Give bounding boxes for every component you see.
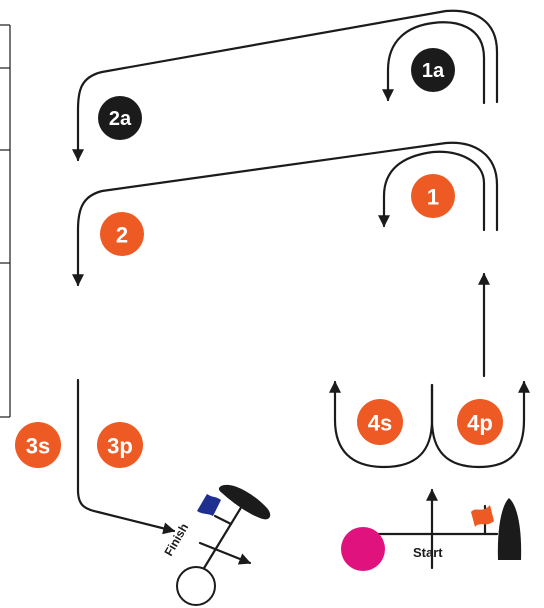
mark-2: 2 xyxy=(100,212,144,256)
rounding-1-inner xyxy=(378,150,486,232)
mark-2a: 2a xyxy=(98,96,142,140)
finish-label: Finish xyxy=(161,521,191,559)
mark-3p: 3p xyxy=(97,422,143,468)
committee-boat-icon xyxy=(497,498,522,560)
leg-3-to-finish xyxy=(76,378,176,535)
mark-4s: 4s xyxy=(357,399,403,445)
finish-line xyxy=(196,499,247,580)
leg-1a-to-2a-outer xyxy=(72,9,499,162)
start-label: Start xyxy=(413,545,443,560)
left-frame xyxy=(0,24,11,418)
committee-boat-icon xyxy=(218,484,271,520)
orange-flag-icon xyxy=(471,505,494,527)
mark-2-label: 2 xyxy=(116,223,128,248)
gate-4p-rounding xyxy=(430,380,530,469)
blue-flag-icon xyxy=(197,494,221,516)
mark-4p-label: 4p xyxy=(467,411,493,436)
finish-area: Finish xyxy=(161,484,271,606)
mark-4s-label: 4s xyxy=(368,411,392,436)
mark-1a-label: 1a xyxy=(422,60,445,82)
rounding-1a-inner xyxy=(382,21,486,105)
white-buoy-icon xyxy=(176,566,216,606)
start-area: Start xyxy=(341,488,522,571)
mark-1a: 1a xyxy=(411,48,455,92)
gate-4s-rounding xyxy=(329,380,434,469)
mark-1: 1 xyxy=(411,174,455,218)
mark-3p-label: 3p xyxy=(107,434,133,459)
mark-3s-label: 3s xyxy=(26,434,50,459)
finish-direction-arrow xyxy=(198,541,252,565)
leg-1-to-2-outer xyxy=(72,141,499,287)
pink-buoy-icon xyxy=(341,527,385,571)
mark-1-label: 1 xyxy=(427,185,439,210)
mark-4p: 4p xyxy=(457,399,503,445)
mark-2a-label: 2a xyxy=(109,108,132,130)
finish-flag-pole xyxy=(213,514,233,526)
mark-3s: 3s xyxy=(15,422,61,468)
